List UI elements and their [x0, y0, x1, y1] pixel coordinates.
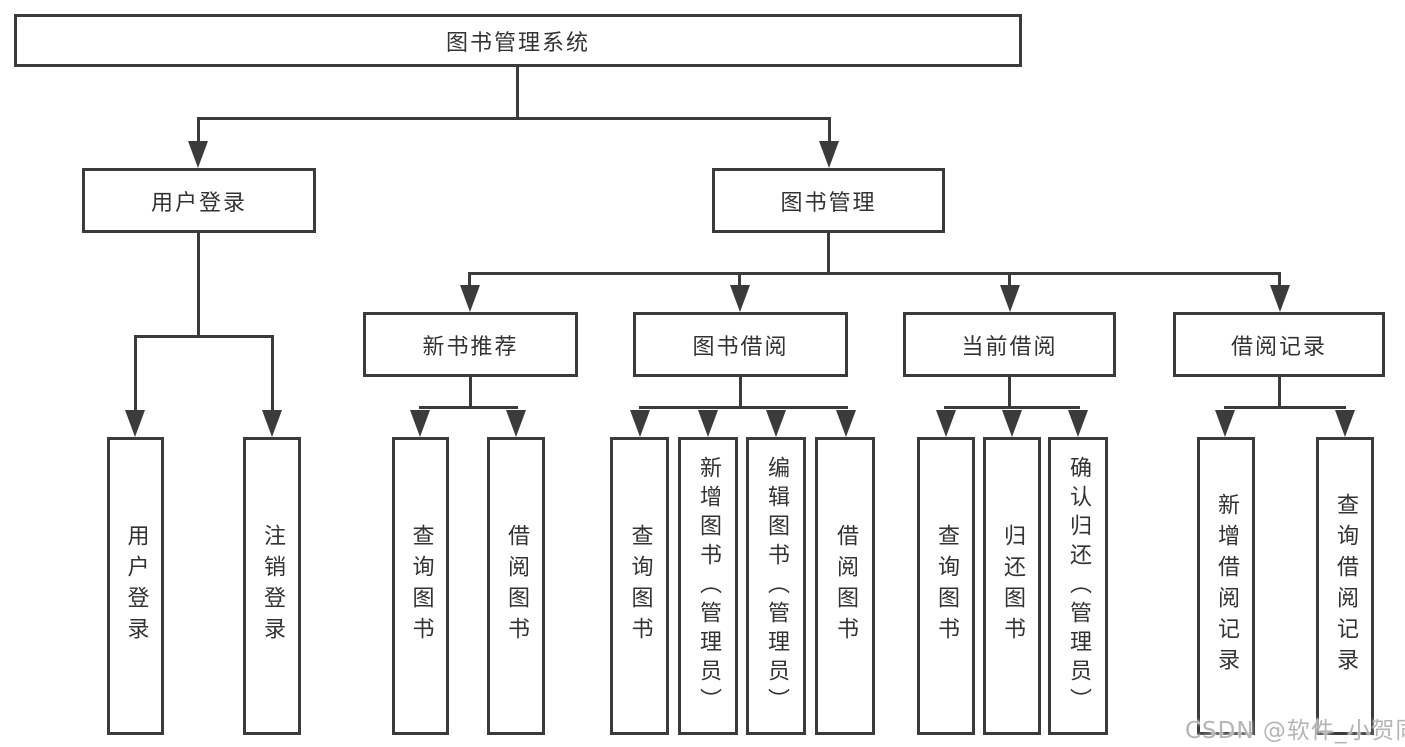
leaf-edit-books-admin: 编辑图书（管理员）: [746, 437, 806, 735]
connector-line: [639, 406, 848, 409]
connector-line: [739, 377, 742, 409]
connector-line: [1224, 406, 1346, 409]
leaf-query-books-borrowing: 查询图书: [610, 437, 669, 735]
leaf-add-borrow-record-label: 新增借阅记录: [1214, 493, 1239, 679]
arrow-down: [506, 410, 526, 437]
leaf-query-borrow-record: 查询借阅记录: [1316, 437, 1374, 735]
leaf-logout-label: 注销登录: [260, 524, 285, 648]
leaf-query-books-current-label: 查询图书: [934, 524, 959, 648]
leaf-return-books: 归还图书: [983, 437, 1041, 735]
csdn-watermark: CSDN @软件_小贺同学: [1185, 718, 1405, 744]
arrow-down: [630, 410, 650, 437]
node-user-login-label: 用户登录: [150, 190, 247, 216]
arrow-down: [1215, 410, 1235, 437]
connector-line: [197, 117, 831, 120]
leaf-add-books-admin: 新增图书（管理员）: [678, 437, 738, 735]
node-current-borrowing: 当前借阅: [903, 312, 1116, 377]
connector-line: [1278, 377, 1281, 409]
leaf-user-login-label: 用户登录: [123, 524, 149, 648]
leaf-logout: 注销登录: [243, 437, 301, 735]
connector-line: [1008, 272, 1011, 286]
node-user-login: 用户登录: [82, 168, 316, 233]
leaf-borrow-books-borrowing-label: 借阅图书: [833, 524, 858, 648]
node-borrowing-records-label: 借阅记录: [1230, 334, 1327, 360]
arrow-down: [819, 141, 839, 168]
arrow-down: [1002, 410, 1022, 437]
leaf-query-books-borrowing-label: 查询图书: [627, 524, 653, 648]
connector-line: [516, 64, 519, 119]
arrow-down: [698, 410, 718, 437]
leaf-user-login: 用户登录: [107, 437, 164, 735]
connector-line: [134, 335, 137, 411]
leaf-query-books-current: 查询图书: [917, 437, 975, 735]
leaf-query-borrow-record-label: 查询借阅记录: [1333, 493, 1358, 679]
node-current-borrowing-label: 当前借阅: [961, 334, 1058, 360]
connector-line: [1008, 377, 1011, 409]
leaf-borrow-books-recommend-label: 借阅图书: [504, 524, 529, 648]
arrow-down: [766, 410, 786, 437]
node-new-book-recommend-label: 新书推荐: [422, 334, 519, 360]
node-library-system-label: 图书管理系统: [445, 30, 590, 56]
node-borrowing-records: 借阅记录: [1173, 312, 1385, 377]
arrow-down: [262, 410, 282, 437]
connector-line: [469, 377, 472, 409]
connector-line: [828, 117, 831, 143]
leaf-borrow-books-recommend: 借阅图书: [487, 437, 545, 735]
leaf-add-books-admin-label: 新增图书（管理员）: [696, 455, 721, 717]
connector-line: [1278, 272, 1281, 286]
arrow-down: [1068, 410, 1088, 437]
leaf-confirm-return-admin-label: 确认归还（管理员）: [1066, 455, 1091, 717]
node-library-system: 图书管理系统: [14, 14, 1022, 67]
arrow-down: [836, 410, 856, 437]
node-book-borrowing-label: 图书借阅: [692, 334, 789, 360]
arrow-down: [1270, 285, 1290, 312]
arrow-down: [936, 410, 956, 437]
arrow-down: [410, 410, 430, 437]
arrow-down: [1335, 410, 1355, 437]
connector-line: [271, 335, 274, 411]
arrow-down: [730, 285, 750, 312]
leaf-edit-books-admin-label: 编辑图书（管理员）: [764, 455, 789, 717]
connector-line: [468, 272, 471, 286]
leaf-confirm-return-admin: 确认归还（管理员）: [1048, 437, 1108, 735]
arrow-down: [125, 410, 145, 437]
node-book-management-label: 图书管理: [780, 190, 877, 216]
leaf-borrow-books-borrowing: 借阅图书: [815, 437, 875, 735]
leaf-query-books-recommend-label: 查询图书: [408, 524, 434, 648]
arrow-down: [1000, 285, 1020, 312]
leaf-add-borrow-record: 新增借阅记录: [1197, 437, 1255, 735]
arrow-down: [460, 285, 480, 312]
connector-line: [197, 117, 200, 143]
connector-line: [944, 406, 1080, 409]
connector-line: [197, 233, 200, 338]
connector-line: [468, 272, 1281, 275]
connector-line: [134, 335, 274, 338]
node-book-borrowing: 图书借阅: [633, 312, 848, 377]
connector-line: [738, 272, 741, 286]
node-new-book-recommend: 新书推荐: [363, 312, 578, 377]
connector-line: [419, 406, 518, 409]
node-book-management: 图书管理: [712, 168, 945, 233]
leaf-query-books-recommend: 查询图书: [392, 437, 449, 735]
connector-line: [827, 233, 830, 275]
leaf-return-books-label: 归还图书: [1000, 524, 1025, 648]
arrow-down: [188, 141, 208, 168]
